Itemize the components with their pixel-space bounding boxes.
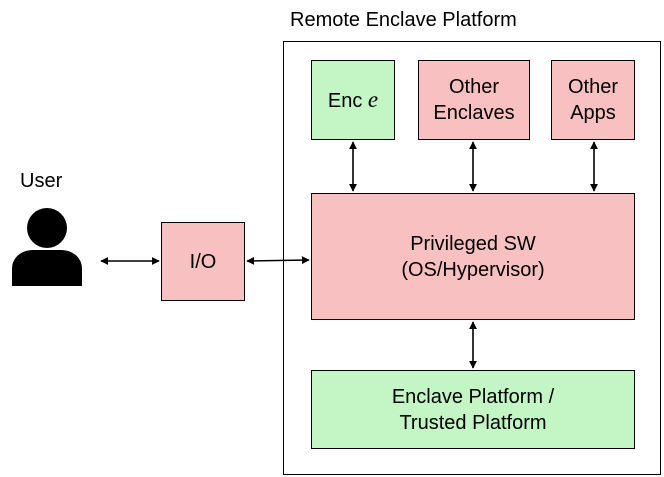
arrow-io-privileged-sw: [246, 256, 310, 265]
io-box: I/O: [161, 222, 245, 301]
enclave-platform-box: Enclave Platform / Trusted Platform: [311, 370, 635, 449]
other-enclaves-box: Other Enclaves: [418, 60, 530, 140]
user-label: User: [20, 170, 63, 192]
privileged-sw-box: Privileged SW (OS/Hypervisor): [311, 193, 635, 320]
enclave-e-label: Enc e: [327, 86, 379, 112]
enclave-platform-line1: Enclave Platform /: [391, 385, 555, 408]
enclave-e-box: Enc e: [311, 60, 395, 140]
remote-enclave-platform-title: Remote Enclave Platform: [290, 9, 517, 31]
io-label: I/O: [189, 250, 217, 273]
enclave-platform-line2: Trusted Platform: [399, 411, 547, 434]
privileged-sw-line2: (OS/Hypervisor): [401, 258, 545, 281]
other-apps-line2: Apps: [570, 102, 616, 124]
other-enclaves-line2: Enclaves: [433, 102, 515, 124]
other-enclaves-line1: Other: [448, 76, 500, 98]
other-apps-line1: Other: [567, 76, 619, 98]
privileged-sw-line1: Privileged SW: [410, 232, 536, 255]
other-apps-box: Other Apps: [551, 60, 635, 140]
